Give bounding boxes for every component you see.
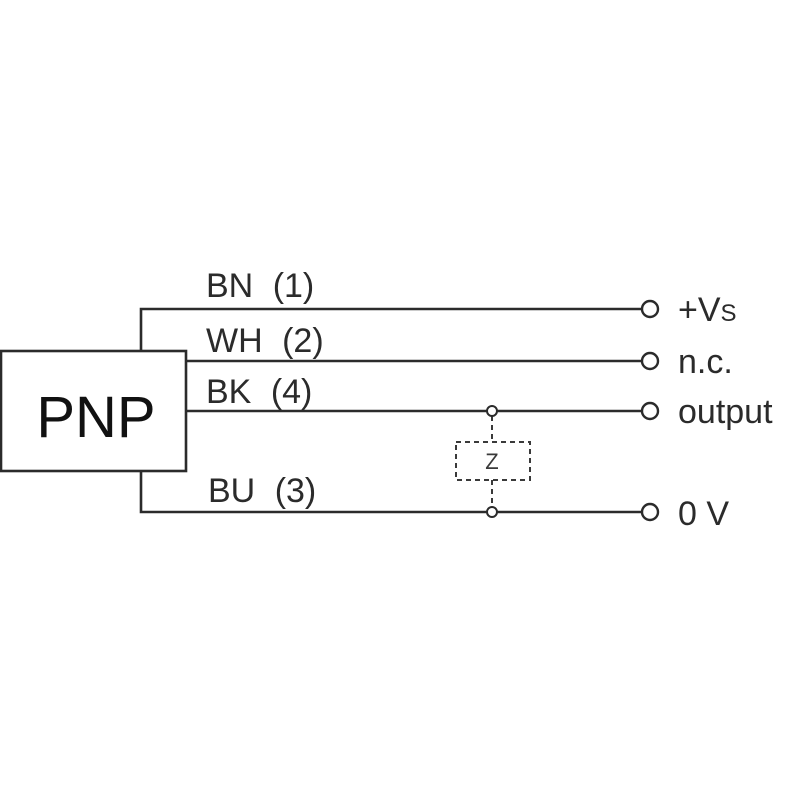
wire-label-bu: BU (3) bbox=[208, 472, 316, 510]
wire-pin-wh: (2) bbox=[282, 322, 324, 360]
terminal-label-nc: n.c. bbox=[678, 343, 733, 381]
terminal-nc bbox=[640, 351, 660, 371]
load-z: Z bbox=[455, 416, 531, 507]
terminal-ground bbox=[640, 502, 660, 522]
wire-color-wh: WH bbox=[206, 322, 263, 360]
wire-color-bk: BK bbox=[206, 373, 252, 411]
wire-bn bbox=[139, 307, 643, 353]
device-label: PNP bbox=[36, 385, 155, 450]
junction-ground bbox=[486, 506, 498, 518]
terminal-label-supply: +VS bbox=[678, 291, 737, 329]
wire-color-bn: BN bbox=[206, 267, 253, 305]
terminal-supply bbox=[640, 299, 660, 319]
supply-main: +V bbox=[678, 291, 721, 329]
wire-color-bu: BU bbox=[208, 472, 255, 510]
supply-sub: S bbox=[721, 300, 737, 327]
terminal-output bbox=[640, 401, 660, 421]
wire-labels: BN (1) WH (2) BK (4) BU (3) bbox=[206, 267, 324, 510]
terminals bbox=[640, 299, 660, 522]
wire-pin-bn: (1) bbox=[273, 267, 315, 305]
wire-label-wh: WH (2) bbox=[206, 322, 324, 360]
terminal-label-output: output bbox=[678, 393, 773, 431]
wire-pin-bu: (3) bbox=[275, 472, 317, 510]
terminal-label-ground: 0 V bbox=[678, 495, 729, 533]
junction-output bbox=[486, 405, 498, 417]
wire-label-bn: BN (1) bbox=[206, 267, 314, 305]
device-box bbox=[0, 349, 188, 473]
terminal-labels: +VS n.c. output 0 V bbox=[678, 291, 773, 533]
wire-pin-bk: (4) bbox=[271, 373, 313, 411]
load-label: Z bbox=[485, 449, 498, 474]
wires bbox=[139, 307, 643, 514]
wire-label-bk: BK (4) bbox=[206, 373, 312, 411]
device-block: PNP bbox=[0, 349, 188, 473]
wire-bu bbox=[139, 469, 643, 514]
